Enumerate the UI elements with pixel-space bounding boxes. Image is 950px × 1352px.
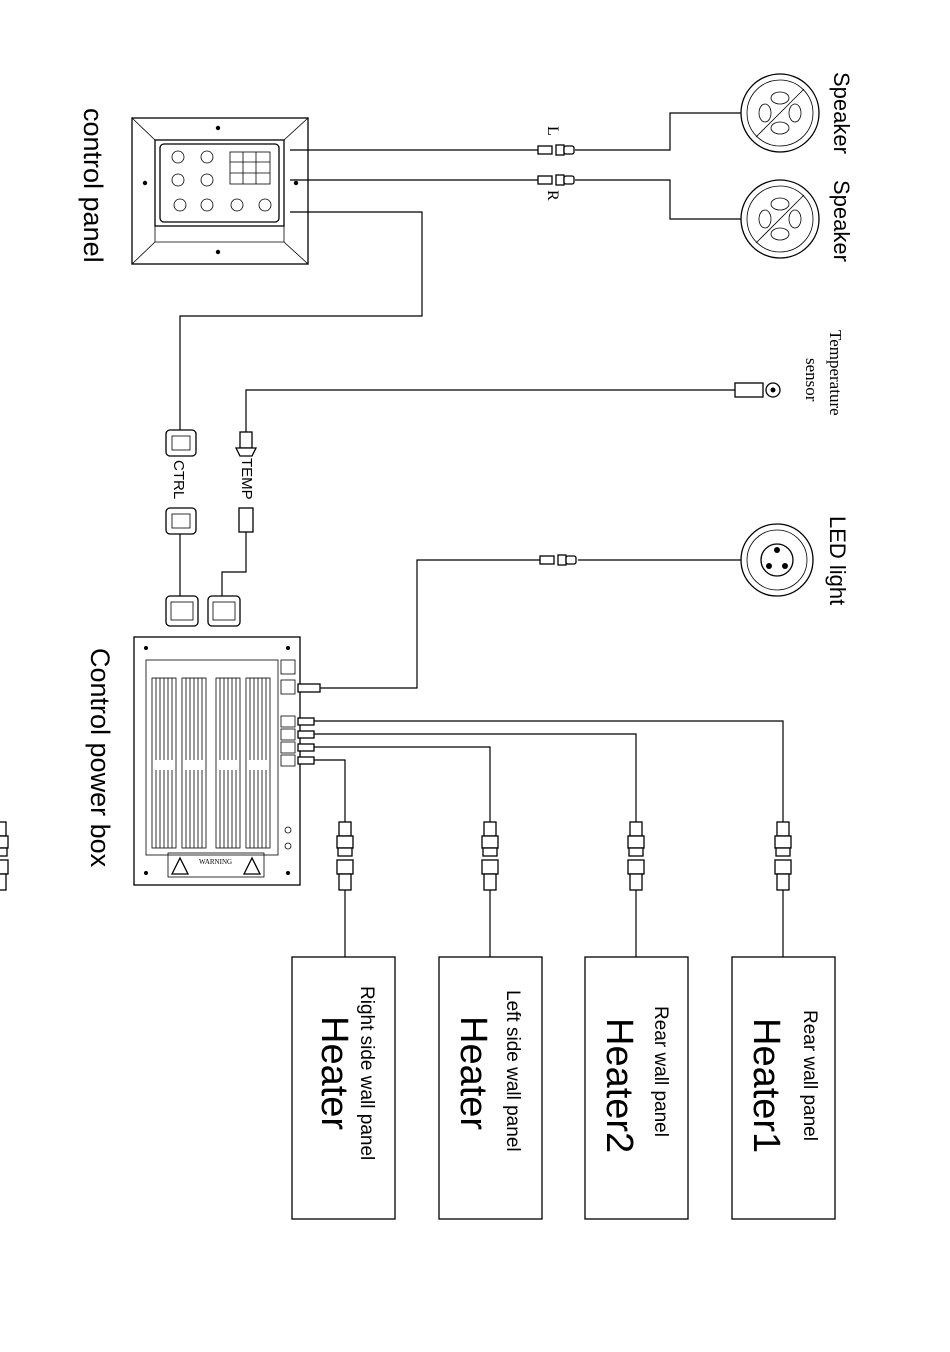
heater-rear-2-line2: Heater2 xyxy=(598,1018,640,1153)
heater-rear-2-line1: Rear wall panel xyxy=(650,1006,671,1137)
ctrl-inline-connector xyxy=(166,430,196,596)
heater-left-side-line1: Left side wall panel xyxy=(502,990,523,1152)
control-panel-label: control panel xyxy=(78,108,108,263)
control-power-box-label: Control power box xyxy=(85,648,115,868)
heater-left-side-line2: Heater xyxy=(452,1016,494,1130)
heater-left-side: Left side wall panel Heater xyxy=(439,957,542,1219)
control-panel: control panel xyxy=(78,108,308,264)
power-box-ctrl-port xyxy=(166,596,198,626)
temp-connector-label: TEMP xyxy=(238,458,255,500)
control-power-box: WARNING xyxy=(134,596,320,885)
heater-cables xyxy=(314,721,783,957)
led-connector xyxy=(540,555,576,565)
temperature-sensor xyxy=(735,383,780,397)
heater-rear-1-line1: Rear wall panel xyxy=(799,1010,820,1141)
speaker-left xyxy=(741,74,819,152)
ctrl-connector-label: CTRL xyxy=(170,460,187,499)
temperature-sensor-label-2: sensor xyxy=(802,358,821,402)
channel-right-label: R xyxy=(544,190,561,201)
temp-sensor-cable xyxy=(246,390,735,432)
heater-rear-1: Rear wall panel Heater1 xyxy=(732,957,835,1219)
speaker-connector-l xyxy=(538,145,574,155)
led-light-label: LED light xyxy=(825,516,850,605)
heater-right-side: Right side wall panel Heater xyxy=(292,957,395,1219)
heater-connectors xyxy=(0,822,791,890)
speaker-right-label: Speaker xyxy=(829,180,854,262)
channel-left-label: L xyxy=(544,126,561,136)
led-light xyxy=(741,524,813,596)
temp-inline-connector xyxy=(222,432,256,596)
power-box-temp-port xyxy=(208,596,240,626)
speaker-right xyxy=(741,180,819,258)
speaker-connector-r xyxy=(538,175,574,185)
speaker-wires xyxy=(290,113,741,219)
temperature-sensor-label-1: Temperature xyxy=(826,330,845,416)
warning-label: WARNING xyxy=(199,858,232,866)
heater-rear-1-line2: Heater1 xyxy=(745,1018,787,1153)
heater-right-side-line1: Right side wall panel xyxy=(356,986,377,1160)
heater-rear-2: Rear wall panel Heater2 xyxy=(585,957,688,1219)
heater-right-side-line2: Heater xyxy=(313,1016,355,1130)
speaker-left-label: Speaker xyxy=(829,72,854,154)
